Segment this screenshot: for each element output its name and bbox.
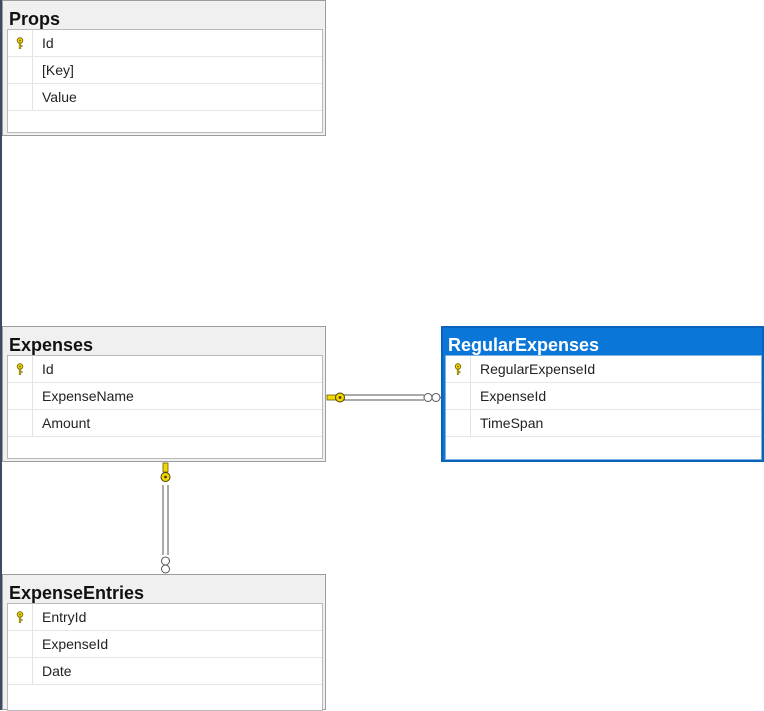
- column-row[interactable]: TimeSpan: [446, 410, 761, 437]
- row-selector[interactable]: [8, 410, 33, 436]
- column-name: ExpenseId: [42, 636, 109, 652]
- column-row[interactable]: RegularExpenseId: [446, 356, 761, 383]
- row-selector[interactable]: [8, 658, 33, 684]
- table-columns: Id ExpenseName Amount: [7, 355, 323, 459]
- row-selector[interactable]: [8, 84, 33, 110]
- table-columns: EntryId ExpenseId Date: [7, 603, 323, 711]
- table-title: Props: [9, 9, 61, 29]
- column-row[interactable]: Amount: [8, 410, 322, 437]
- table-title: RegularExpenses: [448, 335, 600, 355]
- row-selector[interactable]: [446, 356, 471, 382]
- row-selector[interactable]: [8, 604, 33, 630]
- column-row[interactable]: ExpenseId: [446, 383, 761, 410]
- table-props[interactable]: Props Id [Key] Value: [2, 0, 326, 136]
- table-expenses[interactable]: Expenses Id ExpenseName Amount: [2, 326, 326, 462]
- row-selector[interactable]: [446, 410, 471, 436]
- primary-key-icon: [16, 363, 24, 375]
- primary-key-icon: [454, 363, 462, 375]
- column-name: Id: [42, 361, 54, 377]
- column-name: EntryId: [42, 609, 87, 625]
- column-row[interactable]: Id: [8, 356, 322, 383]
- column-row[interactable]: ExpenseId: [8, 631, 322, 658]
- one-end-key-icon: [326, 392, 345, 403]
- table-columns: Id [Key] Value: [7, 29, 323, 133]
- canvas-left-border: [0, 0, 2, 710]
- primary-key-icon: [16, 611, 24, 623]
- row-selector[interactable]: [8, 30, 33, 56]
- column-row[interactable]: ExpenseName: [8, 383, 322, 410]
- column-name: [Key]: [42, 62, 74, 78]
- table-title: ExpenseEntries: [9, 583, 145, 603]
- column-name: ExpenseId: [480, 388, 547, 404]
- column-name: Amount: [42, 415, 91, 431]
- column-row[interactable]: Value: [8, 84, 322, 111]
- relationship-expenses-expense-entries[interactable]: [160, 462, 171, 574]
- column-row[interactable]: [Key]: [8, 57, 322, 84]
- row-selector[interactable]: [446, 383, 471, 409]
- many-end-infinity-icon: [161, 556, 170, 574]
- row-selector[interactable]: [8, 57, 33, 83]
- table-columns: RegularExpenseId ExpenseId TimeSpan: [445, 355, 762, 460]
- primary-key-icon: [16, 37, 24, 49]
- column-name: TimeSpan: [480, 415, 544, 431]
- column-row[interactable]: Id: [8, 30, 322, 57]
- column-row[interactable]: Date: [8, 658, 322, 685]
- many-end-infinity-icon: [423, 393, 442, 402]
- column-row[interactable]: EntryId: [8, 604, 322, 631]
- column-name: ExpenseName: [42, 388, 134, 404]
- table-title: Expenses: [9, 335, 94, 355]
- column-name: Id: [42, 35, 54, 51]
- relationship-expenses-regular-expenses[interactable]: [326, 392, 442, 403]
- column-name: Value: [42, 89, 77, 105]
- row-selector[interactable]: [8, 356, 33, 382]
- column-name: RegularExpenseId: [480, 361, 596, 377]
- table-expense-entries[interactable]: ExpenseEntries EntryId ExpenseId Date: [2, 574, 326, 711]
- one-end-key-icon: [160, 462, 171, 482]
- column-name: Date: [42, 663, 72, 679]
- row-selector[interactable]: [8, 383, 33, 409]
- table-regular-expenses[interactable]: RegularExpenses RegularExpenseId Expense…: [441, 326, 764, 462]
- row-selector[interactable]: [8, 631, 33, 657]
